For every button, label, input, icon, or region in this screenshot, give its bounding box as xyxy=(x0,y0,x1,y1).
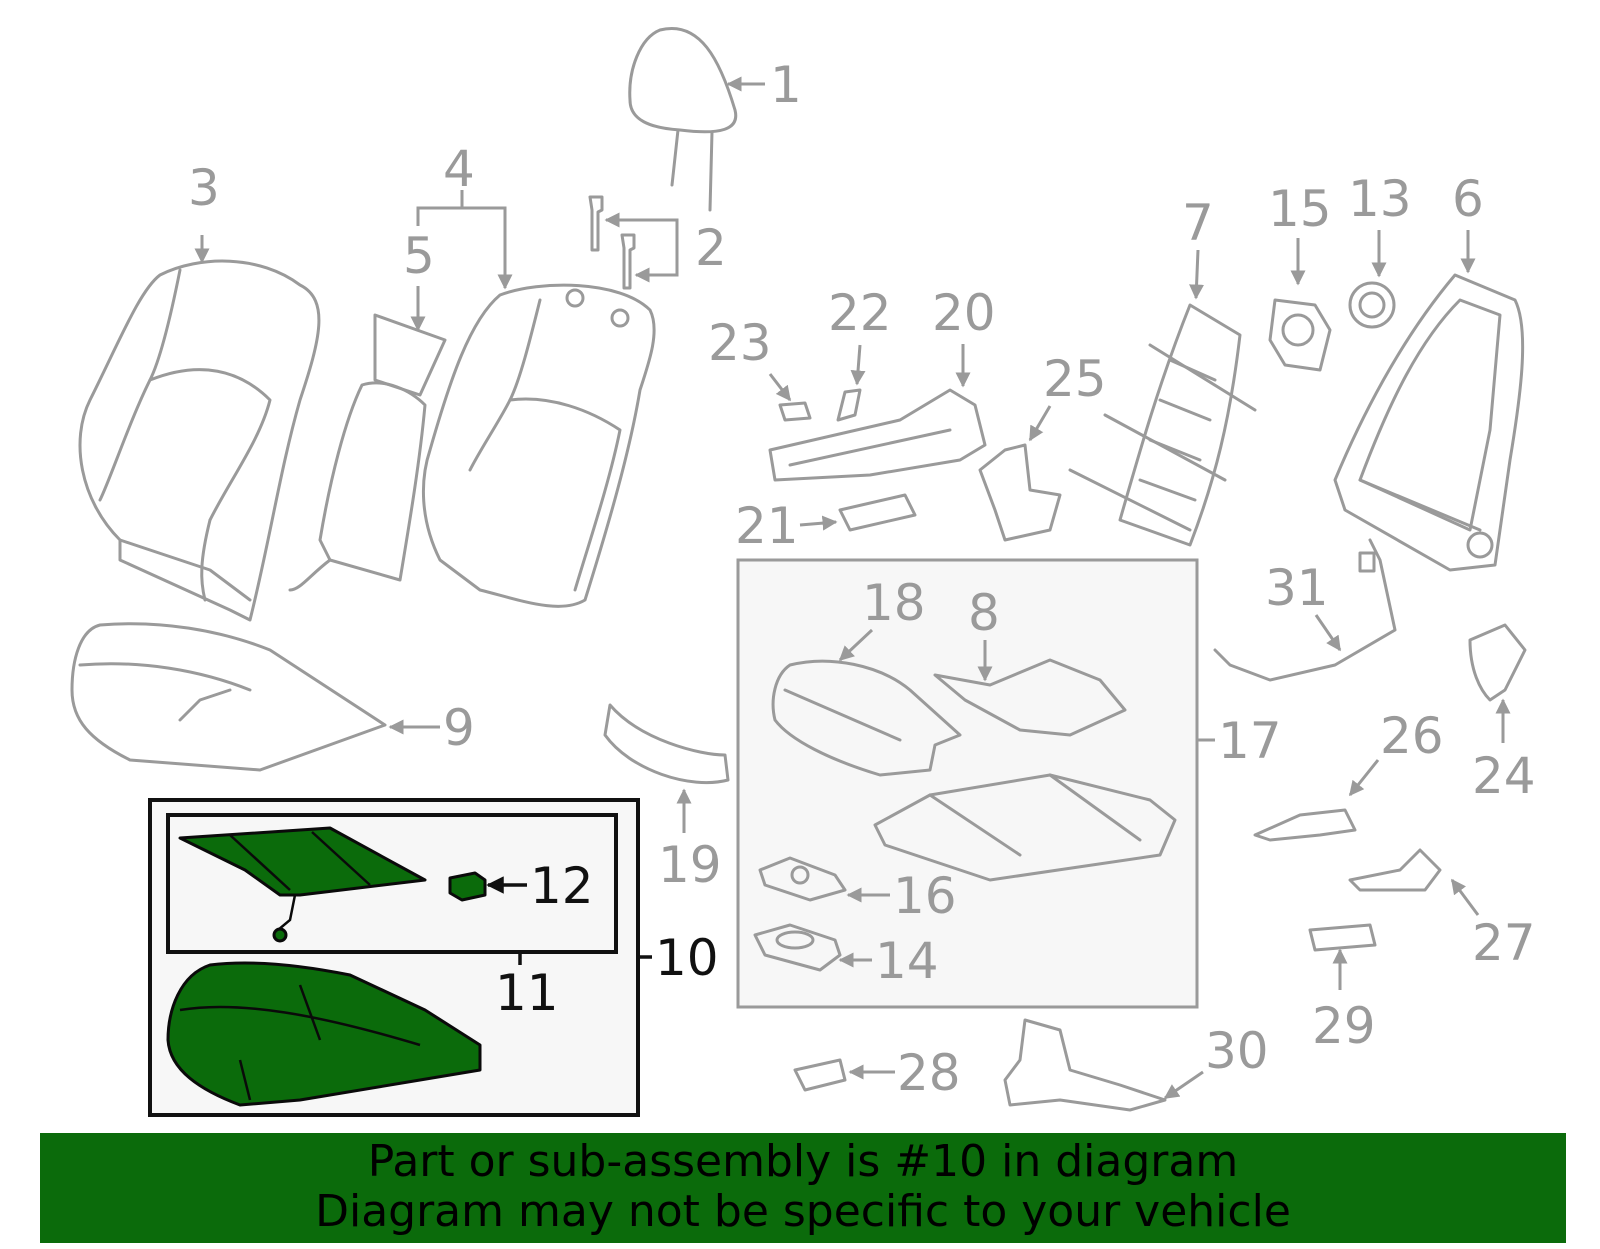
callout-2: 2 xyxy=(695,219,727,277)
callout-22: 22 xyxy=(828,284,892,342)
callout-15: 15 xyxy=(1268,180,1332,238)
callout-19: 19 xyxy=(658,836,722,894)
callout-21: 21 xyxy=(735,497,799,555)
callout-27: 27 xyxy=(1472,914,1536,972)
callout-23: 23 xyxy=(708,314,772,372)
callout-28: 28 xyxy=(897,1044,961,1102)
callout-14: 14 xyxy=(875,932,939,990)
banner-line-1: Part or sub-assembly is #10 in diagram xyxy=(367,1136,1239,1187)
part-5-pad xyxy=(288,313,447,592)
part-13-gear xyxy=(1348,281,1396,329)
callout-18: 18 xyxy=(862,574,926,632)
callout-13: 13 xyxy=(1348,170,1412,228)
part-10-cushion-pad[interactable] xyxy=(166,961,482,1107)
callout-17: 17 xyxy=(1218,712,1282,770)
part-21-bracket xyxy=(838,493,917,532)
callout-8: 8 xyxy=(968,584,1000,642)
part-8-pan xyxy=(933,658,1127,737)
part-24-cover xyxy=(1468,623,1527,702)
part-9-cushion-cover xyxy=(70,622,387,772)
part-16-motor xyxy=(758,856,847,902)
banner-line-2: Diagram may not be specific to your vehi… xyxy=(315,1186,1291,1237)
part-23-clip xyxy=(778,401,812,422)
part-17-track-frame xyxy=(873,773,1177,882)
callout-30: 30 xyxy=(1205,1022,1269,1080)
callout-6: 6 xyxy=(1452,170,1484,228)
part-11-heater-mat[interactable] xyxy=(178,826,427,943)
part-19-trim xyxy=(603,703,730,785)
callout-20: 20 xyxy=(932,284,996,342)
callout-12: 12 xyxy=(530,857,594,915)
callout-10: 10 xyxy=(655,929,719,987)
part-2-headrest-guides xyxy=(588,195,636,290)
part-29-clip xyxy=(1308,923,1377,952)
callout-29: 29 xyxy=(1312,997,1376,1055)
callout-25: 25 xyxy=(1043,350,1107,408)
part-27-bracket xyxy=(1348,848,1442,892)
part-1-headrest xyxy=(628,27,738,212)
part-31-harness xyxy=(1213,538,1397,682)
callout-7: 7 xyxy=(1182,194,1214,252)
callout-31: 31 xyxy=(1265,559,1329,617)
part-4-seat-back-assembly xyxy=(422,283,656,608)
callout-3: 3 xyxy=(188,159,220,217)
callout-16: 16 xyxy=(893,867,957,925)
callout-5: 5 xyxy=(403,227,435,285)
callout-9: 9 xyxy=(443,699,475,757)
part-12-sensor[interactable] xyxy=(448,871,487,902)
part-22-cover xyxy=(836,388,862,422)
callout-26: 26 xyxy=(1380,707,1444,765)
callout-4: 4 xyxy=(443,140,475,198)
part-15-motor xyxy=(1268,298,1332,372)
info-banner: Part or sub-assembly is #10 in diagram D… xyxy=(40,1133,1566,1243)
callout-11: 11 xyxy=(495,964,559,1022)
callout-1: 1 xyxy=(770,56,802,114)
part-18-cushion-pad xyxy=(771,659,962,777)
callout-24: 24 xyxy=(1472,747,1536,805)
part-3-seat-back-cover xyxy=(78,259,321,622)
part-28-clip xyxy=(793,1058,847,1092)
part-20-side-shield xyxy=(768,388,987,482)
part-26-bracket xyxy=(1253,808,1357,842)
part-30-harness xyxy=(1003,1018,1167,1112)
part-7-lumbar-mat xyxy=(1068,303,1257,547)
part-25-bracket xyxy=(978,443,1062,542)
part-6-seat-back-frame xyxy=(1333,273,1525,572)
